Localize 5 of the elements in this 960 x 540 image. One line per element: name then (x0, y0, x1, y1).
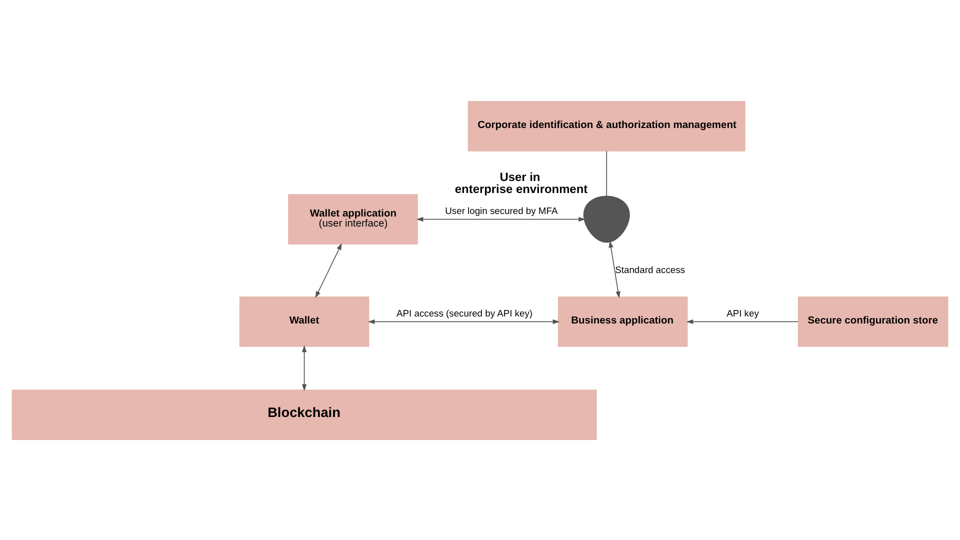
edge-label: Standard access (615, 263, 685, 274)
node-label: User in enterprise environment (454, 170, 588, 196)
edge-label: User login secured by MFA (445, 204, 558, 216)
edge-label: API key (726, 306, 759, 318)
edge-label: API access (secured by API key) (396, 306, 533, 318)
